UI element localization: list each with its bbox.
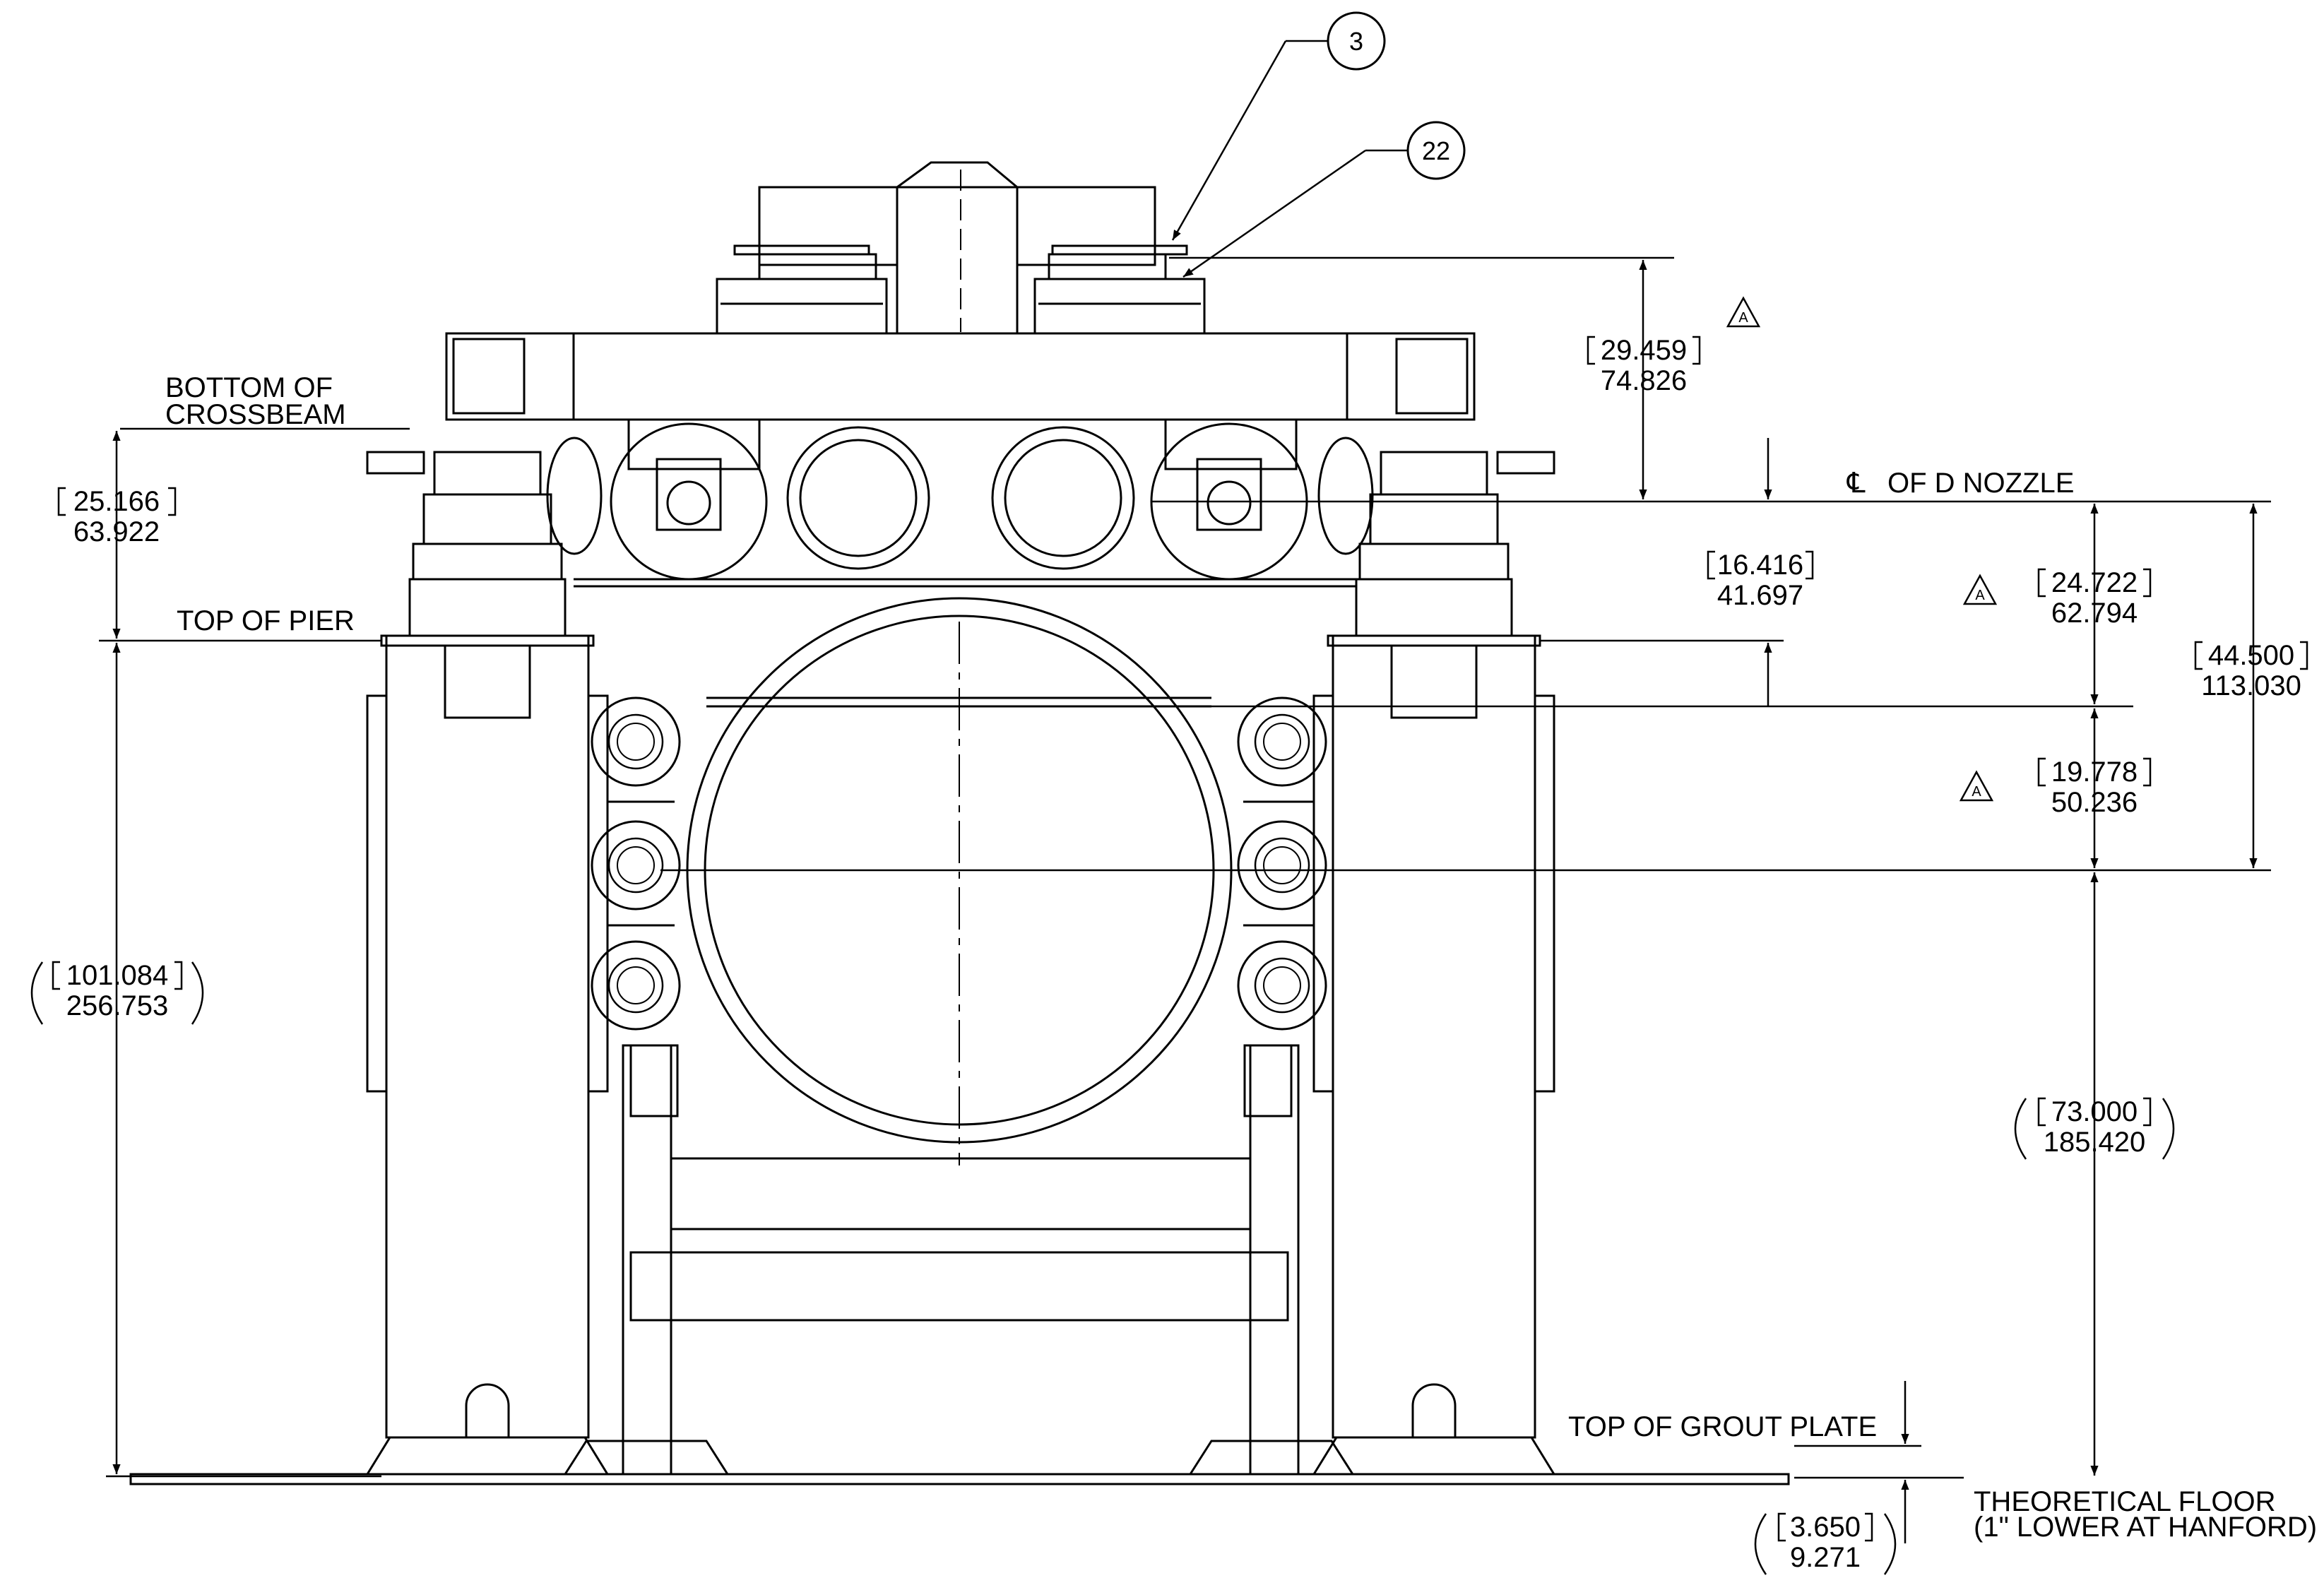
- balloon-3-text: 3: [1349, 27, 1363, 56]
- balloon-3-circle: [1327, 11, 1386, 71]
- label-bottom-of-crossbeam-1: BOTTOM OF: [165, 372, 333, 403]
- label-cl-of-d-nozzle: OF D NOZZLE: [1887, 468, 2074, 499]
- dim-25-mm: 63.922: [73, 516, 160, 547]
- dim-3-inch: 3.650: [1790, 1512, 1861, 1543]
- label-theoretical-floor: THEORETICAL FLOOR: [1974, 1486, 2275, 1517]
- dimension-lines: [99, 40, 2271, 1543]
- label-lower-at-hanford: (1" LOWER AT HANFORD): [1974, 1512, 2317, 1543]
- left-pier: [366, 451, 609, 1475]
- revision-mark-text: A: [1975, 588, 1985, 603]
- crossbeam: [445, 332, 1476, 588]
- dim-16-mm: 41.697: [1717, 580, 1803, 611]
- right-pier: [1312, 451, 1555, 1475]
- dim-101-inch: 101.084: [66, 960, 169, 991]
- revision-mark-text: A: [1738, 310, 1748, 326]
- centerline-symbol: ℄: [1846, 468, 1866, 499]
- dim-3-mm: 9.271: [1790, 1542, 1861, 1573]
- dim-24-inch: 24.722: [2051, 567, 2138, 598]
- dim-19-inch: 19.778: [2051, 757, 2138, 788]
- floor-slab: [129, 1473, 1790, 1485]
- revision-mark-text: A: [1972, 784, 1981, 800]
- balloon-22-circle: [1406, 121, 1466, 180]
- balloons: 3 22: [1327, 11, 1466, 180]
- side-nozzles: [591, 696, 1327, 1031]
- top-assembly: [716, 161, 1206, 335]
- labels: BOTTOM OF CROSSBEAM TOP OF PIER ℄ OF D N…: [165, 372, 2317, 1543]
- dim-73-inch: 73.000: [2051, 1096, 2138, 1127]
- dimension-values: 29.459 74.826 25.166 63.922 16.416 41.69…: [66, 335, 2301, 1573]
- label-top-of-pier: TOP OF PIER: [177, 605, 355, 636]
- structure: [129, 161, 1790, 1485]
- dim-44-inch: 44.500: [2208, 640, 2294, 671]
- revision-marks: A A A: [1726, 297, 1997, 802]
- center-frame: [564, 1044, 1354, 1476]
- inch-brackets: [30, 336, 2308, 1575]
- label-top-of-grout-plate: TOP OF GROUT PLATE: [1568, 1411, 1877, 1442]
- balloon-22-text: 22: [1422, 136, 1450, 165]
- dim-24-mm: 62.794: [2051, 598, 2138, 629]
- dim-101-mm: 256.753: [66, 990, 169, 1021]
- dim-44-mm: 113.030: [2201, 670, 2301, 701]
- dim-73-mm: 185.420: [2044, 1127, 2146, 1158]
- dim-25-inch: 25.166: [73, 486, 160, 517]
- label-bottom-of-crossbeam-2: CROSSBEAM: [165, 399, 346, 430]
- dim-19-mm: 50.236: [2051, 787, 2138, 818]
- dim-29-mm: 74.826: [1601, 365, 1687, 396]
- dim-16-inch: 16.416: [1717, 550, 1803, 581]
- dim-29-inch: 29.459: [1601, 335, 1687, 366]
